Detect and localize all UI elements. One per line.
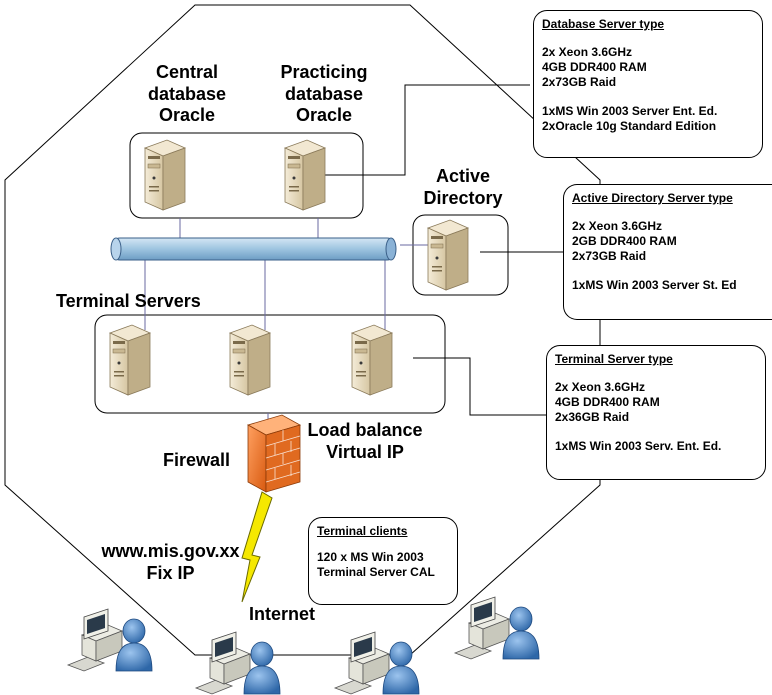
spec-line: 1xMS Win 2003 Serv. Ent. Ed. — [555, 439, 722, 453]
terminal-server-spec-title: Terminal Server type — [555, 352, 673, 366]
spec-line: 2GB DDR400 RAM — [572, 234, 677, 248]
active-directory-spec-title: Active Directory Server type — [572, 191, 733, 205]
spec-line: 2x Xeon 3.6GHz — [572, 219, 663, 233]
spec-line: 2x73GB Raid — [542, 75, 617, 89]
address-label: www.mis.gov.xx Fix IP — [101, 541, 240, 583]
terminal-clients-spec-title: Terminal clients — [317, 524, 408, 538]
central-database-label: Central database Oracle — [147, 62, 227, 126]
firewall-label: Firewall — [163, 450, 231, 470]
practicing-database-label: Practicing database Oracle — [280, 62, 368, 126]
active-directory-frame — [412, 214, 509, 296]
terminal-servers-label: Terminal Servers — [56, 291, 201, 311]
database-callout-line — [318, 84, 530, 176]
spec-line: 4GB DDR400 RAM — [542, 60, 647, 74]
spec-line: 120 x MS Win 2003 — [317, 550, 424, 564]
central-database-server-icon — [144, 139, 186, 211]
practicing-database-server-icon — [284, 139, 326, 211]
terminal-group-frame — [94, 314, 446, 414]
terminal-server-1-icon — [109, 324, 151, 396]
spec-line: 2x73GB Raid — [572, 249, 647, 263]
client-workstation-1-icon — [67, 608, 153, 672]
terminal-clients-spec-box: Terminal clients 120 x MS Win 2003 Termi… — [308, 517, 458, 605]
network-bus — [110, 237, 397, 261]
spec-line: 2x36GB Raid — [555, 410, 630, 424]
load-balance-label: Load balance Virtual IP — [307, 420, 423, 462]
active-directory-server-icon — [427, 219, 469, 291]
spec-line: 1xMS Win 2003 Server Ent. Ed. — [542, 104, 718, 118]
client-workstation-3-icon — [334, 631, 420, 695]
internet-lightning-icon — [241, 491, 273, 603]
database-server-spec-box: Database Server type 2x Xeon 3.6GHz 4GB … — [533, 10, 763, 158]
spec-line: 2xOracle 10g Standard Edition — [542, 119, 717, 133]
terminal-callout-line — [413, 357, 548, 416]
terminal-server-2-icon — [229, 324, 271, 396]
internet-label: Internet — [249, 604, 316, 624]
terminal-server-spec-box: Terminal Server type 2x Xeon 3.6GHz 4GB … — [546, 345, 766, 480]
spec-line: 2x Xeon 3.6GHz — [555, 380, 646, 394]
client-workstation-2-icon — [195, 631, 281, 695]
database-server-spec-title: Database Server type — [542, 17, 665, 31]
terminal-server-3-icon — [351, 324, 393, 396]
client-workstation-4-icon — [454, 596, 540, 660]
active-directory-server-spec-box: Active Directory Server type 2x Xeon 3.6… — [563, 184, 772, 320]
spec-line: 4GB DDR400 RAM — [555, 395, 660, 409]
spec-line: 1xMS Win 2003 Server St. Ed — [572, 278, 737, 292]
firewall-icon — [246, 414, 302, 493]
spec-line: 2x Xeon 3.6GHz — [542, 45, 633, 59]
active-directory-label: Active Directory — [423, 166, 503, 208]
spec-line: Terminal Server CAL — [317, 565, 435, 579]
